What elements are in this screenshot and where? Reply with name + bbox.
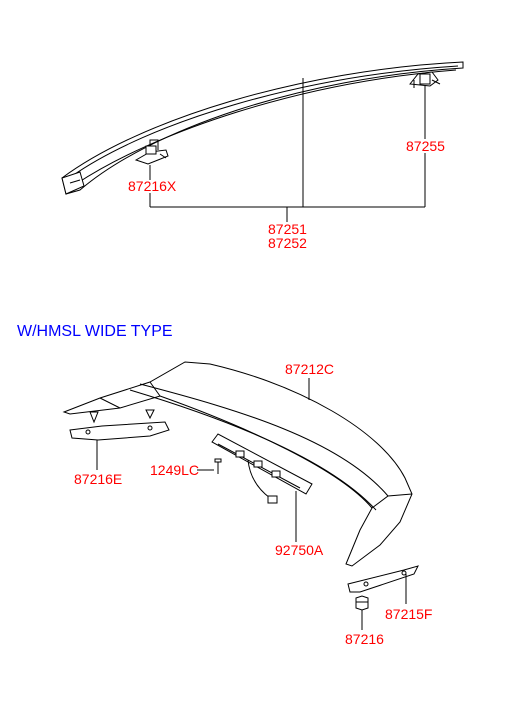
lower-leader-lines [96,378,407,630]
rear-spoiler [62,361,413,567]
clip-left-icon [134,139,169,165]
label-stop-lamp: 92750A [275,542,324,558]
label-clip-left: 87216X [128,178,177,194]
nut-icon [355,595,369,611]
label-molding-a: 87251 [268,221,307,237]
label-nut: 87216 [345,631,384,647]
label-screw: 1249LC [150,462,199,478]
label-molding-b: 87252 [268,235,307,251]
roof-molding [61,61,464,195]
label-spoiler: 87212C [285,361,334,377]
section-title: W/HMSL WIDE TYPE [17,323,173,340]
pad-left-icon [69,421,170,441]
label-pad-left: 87216E [74,471,122,487]
high-mount-stop-lamp-icon [211,433,313,504]
label-clip-right: 87255 [406,138,445,154]
label-pad-right: 87215F [385,606,432,622]
pad-right-icon [347,565,419,593]
clip-right-icon [409,71,441,88]
screw-icon [214,458,222,474]
upper-leader-lines [149,78,426,222]
